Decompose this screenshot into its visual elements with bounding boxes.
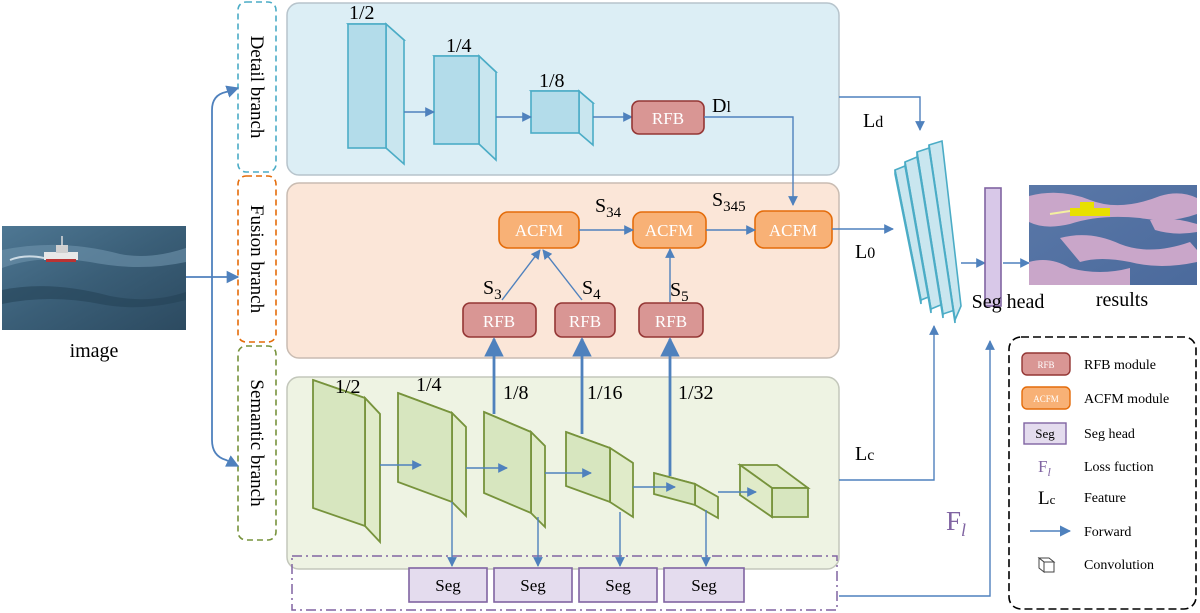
svg-text:ACFM: ACFM [1033,394,1059,404]
svg-text:RFB: RFB [1037,360,1054,370]
detail-branch-label: Detail branch [237,1,277,173]
svg-text:Seg: Seg [605,576,631,595]
detail-cube-3 [528,89,596,147]
fusion-rfb-2: RFB [554,302,616,338]
svg-text:Convolution: Convolution [1084,558,1154,573]
results-label: results [1096,289,1148,311]
semantic-scale-2: 1/4 [416,374,442,396]
detail-cube-2 [432,54,499,162]
svg-text:RFB module: RFB module [1084,358,1156,373]
seg-box-2: Seg [493,567,573,603]
svg-text:Lc: Lc [1038,488,1056,509]
fl-label: Fl [946,506,966,540]
acfm-2: ACFM [632,211,707,249]
cube-icon [1037,556,1056,574]
legend-forward: Forward [1030,525,1131,540]
ld-label: Ld [863,110,883,132]
acfm-1: ACFM [498,211,580,249]
legend-acfm: ACFM ACFM module [1021,386,1169,410]
svg-text:Seg: Seg [691,576,717,595]
svg-text:RFB: RFB [483,312,515,331]
fusion-rfb-1: RFB [462,302,537,338]
semantic-cube-6 [737,463,811,519]
s345-label: S345 [712,189,746,215]
svg-text:Feature: Feature [1084,491,1126,506]
semantic-cube-2 [397,391,467,519]
s4-label: S4 [582,277,601,303]
detail-scale-2: 1/4 [446,35,472,57]
svg-text:ACFM: ACFM [769,221,817,240]
seg-head-label: Seg head [972,291,1045,313]
results-image [1029,185,1197,285]
s3-label: S3 [483,277,502,303]
svg-text:Seg head: Seg head [1084,427,1135,442]
input-image [2,226,186,330]
svg-text:ACFM: ACFM [515,221,563,240]
semantic-scale-1: 1/2 [335,376,361,398]
svg-text:Seg: Seg [1035,426,1055,441]
svg-text:Loss fuction: Loss fuction [1084,460,1154,475]
legend-loss: Fl Loss fuction [1038,457,1154,479]
svg-text:ACFM: ACFM [645,221,693,240]
svg-text:Semantic branch: Semantic branch [246,379,267,507]
svg-text:Fusion branch: Fusion branch [246,205,267,314]
input-arrows [186,85,240,467]
seg-box-1: Seg [408,567,488,603]
fusion-rfb-3: RFB [638,302,704,338]
svg-text:Seg: Seg [435,576,461,595]
semantic-cube-3 [483,410,546,530]
lc-label: Lc [855,443,874,465]
legend-rfb: RFB RFB module [1021,352,1156,376]
svg-text:Forward: Forward [1084,525,1131,540]
legend-feature: Lc Feature [1038,488,1126,509]
semantic-cube-4 [565,430,634,519]
s34-label: S34 [595,195,622,221]
detail-rfb: RFB [631,100,705,135]
feature-stack [894,139,962,324]
fusion-branch-label: Fusion branch [237,175,277,343]
semantic-branch-label: Semantic branch [237,345,277,541]
d-label: Dl [712,95,731,117]
legend-convolution: Convolution [1037,556,1154,574]
svg-text:Seg: Seg [520,576,546,595]
seg-box-4: Seg [663,567,745,603]
legend-seg: Seg Seg head [1023,422,1135,445]
svg-text:Fl: Fl [1038,457,1051,479]
semantic-scale-5: 1/32 [678,382,714,404]
seg-head-bar [984,187,1002,307]
svg-text:RFB: RFB [569,312,601,331]
semantic-scale-4: 1/16 [587,382,623,404]
semantic-cube-1 [312,378,381,545]
semantic-scale-3: 1/8 [503,382,529,404]
l0-label: L0 [855,241,875,263]
s5-label: S5 [670,279,689,305]
image-label: image [70,340,119,362]
detail-scale-1: 1/2 [349,2,375,24]
detail-scale-3: 1/8 [539,70,565,92]
svg-text:RFB: RFB [655,312,687,331]
seg-box-3: Seg [578,567,658,603]
svg-text:ACFM module: ACFM module [1084,392,1169,407]
legend: RFB RFB module ACFM ACFM module Seg Seg … [1008,336,1197,610]
detail-cube-1 [345,22,407,166]
svg-text:RFB: RFB [652,109,684,128]
acfm-3: ACFM [754,210,833,249]
svg-text:Detail branch: Detail branch [246,36,267,139]
